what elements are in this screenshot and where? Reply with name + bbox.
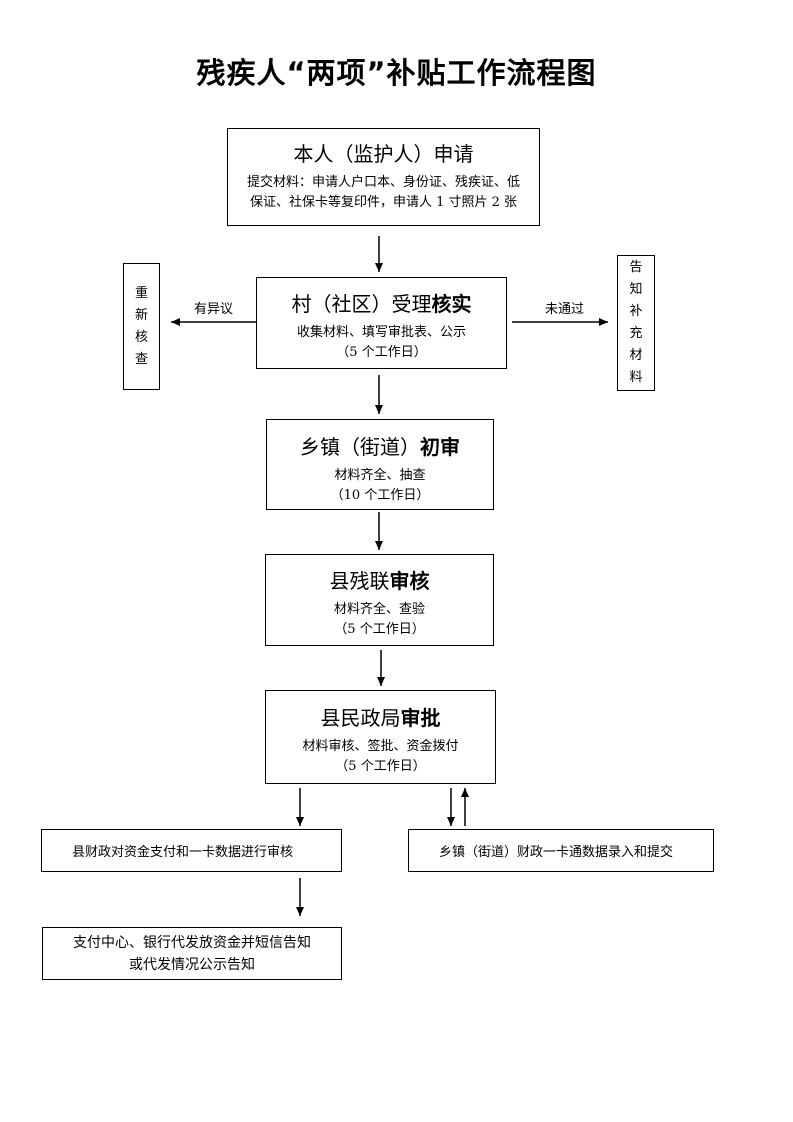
village-duration: （5 个工作日） [336, 345, 427, 360]
village-heading-bold: 核实 [431, 292, 472, 316]
apply-materials-line2: 保证、社保卡等复印件，申请人 1 寸照片 2 张 [249, 195, 518, 210]
village-box: 村（社区）受理核实 收集材料、填写审批表、公示 （5 个工作日） [256, 277, 507, 369]
federation-tasks: 材料齐全、查验 [333, 602, 425, 617]
apply-box: 本人（监护人）申请 提交材料：申请人户口本、身份证、残疾证、低 保证、社保卡等复… [227, 128, 540, 226]
supplement-char: 材 [629, 348, 643, 363]
federation-duration: （5 个工作日） [334, 622, 425, 637]
supplement-char: 充 [629, 326, 643, 341]
town-duration: （10 个工作日） [330, 488, 430, 503]
supplement-box: 告 知 补 充 材 料 [617, 255, 655, 391]
payment-line1: 支付中心、银行代发放资金并短信告知 [73, 935, 311, 951]
supplement-char: 告 [629, 260, 643, 275]
civil-affairs-heading: 县民政局审批 [266, 705, 495, 731]
recheck-char: 核 [134, 329, 148, 345]
village-tasks: 收集材料、填写审批表、公示 [296, 325, 466, 340]
not-passed-label: 未通过 [545, 302, 585, 317]
civil-affairs-heading-bold: 审批 [400, 706, 441, 730]
apply-materials-line1: 提交材料：申请人户口本、身份证、残疾证、低 [246, 175, 520, 190]
town-heading-plain: 乡镇（街道） [300, 435, 420, 459]
federation-heading-bold: 审核 [389, 569, 430, 593]
supplement-char: 知 [629, 282, 643, 297]
supplement-char: 料 [629, 370, 643, 385]
payment-box: 支付中心、银行代发放资金并短信告知 或代发情况公示告知 [42, 927, 342, 980]
town-finance-text: 乡镇（街道）财政一卡通数据录入和提交 [439, 845, 674, 860]
finance-review-text: 县财政对资金支付和一卡数据进行审核 [72, 845, 294, 860]
civil-affairs-duration: （5 个工作日） [335, 759, 426, 774]
civil-affairs-tasks: 材料审核、签批、资金拨付 [302, 739, 459, 754]
federation-heading-plain: 县残联 [329, 569, 390, 593]
town-finance-box: 乡镇（街道）财政一卡通数据录入和提交 [408, 829, 714, 872]
page-title: 残疾人“两项”补贴工作流程图 [196, 56, 597, 90]
town-heading: 乡镇（街道）初审 [267, 434, 493, 460]
supplement-char: 补 [629, 304, 643, 319]
village-heading-plain: 村（社区）受理 [291, 292, 432, 316]
federation-heading: 县残联审核 [266, 568, 493, 594]
recheck-char: 查 [134, 351, 148, 367]
recheck-char: 新 [134, 307, 148, 323]
village-heading: 村（社区）受理核实 [257, 291, 506, 317]
civil-affairs-box: 县民政局审批 材料审核、签批、资金拨付 （5 个工作日） [265, 690, 496, 784]
recheck-char: 重 [134, 285, 148, 301]
town-heading-bold: 初审 [420, 435, 460, 459]
finance-review-box: 县财政对资金支付和一卡数据进行审核 [41, 829, 342, 872]
apply-heading: 本人（监护人）申请 [293, 142, 474, 166]
payment-line2: 或代发情况公示告知 [129, 957, 255, 973]
town-box: 乡镇（街道）初审 材料齐全、抽查 （10 个工作日） [266, 419, 494, 510]
town-tasks: 材料齐全、抽查 [334, 468, 426, 483]
civil-affairs-heading-plain: 县民政局 [320, 706, 401, 730]
disabled-federation-box: 县残联审核 材料齐全、查验 （5 个工作日） [265, 554, 494, 646]
recheck-box: 重 新 核 查 [123, 263, 160, 390]
objection-label: 有异议 [194, 302, 234, 317]
